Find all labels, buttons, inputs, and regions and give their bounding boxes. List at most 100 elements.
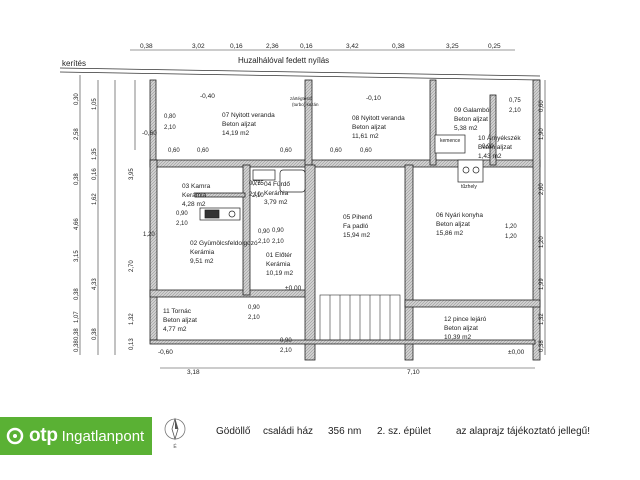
room-name: 02 Gyümölcsfeldolgozó: [190, 240, 258, 247]
boiler-label: zártégtéstő: [290, 96, 313, 101]
dim-right: 0,38: [539, 340, 545, 352]
room-floor: Kerámia: [266, 261, 291, 268]
dim-left-2: 0,16: [92, 168, 98, 180]
room-floor: Kerámia: [264, 190, 289, 197]
dim-left-3: 0,13: [129, 338, 135, 350]
room-area: 9,51 m2: [190, 258, 214, 265]
dim-left: 0,38: [74, 288, 80, 300]
dim-left: 2,58: [74, 128, 80, 140]
room-floor: Beton aljzat: [436, 221, 470, 228]
dim-right: 1,20: [539, 236, 545, 248]
level-mark: -0,60: [158, 349, 173, 356]
chimney-label: kemence: [440, 138, 461, 144]
dim-top: 0,16: [230, 43, 243, 50]
dim-top: 0,38: [392, 43, 405, 50]
dim-right: 0,60: [539, 100, 545, 112]
brand-name-bold: otp: [29, 425, 58, 446]
floor-plan: kerítés Huzalhálóval fedett nyílás zártégt…: [59, 43, 546, 376]
room-floor: Beton aljzat: [454, 116, 488, 123]
opening-dim: 0,90: [258, 229, 270, 235]
opening-dim: 0,75: [252, 181, 264, 187]
room-name: 10 Árnyékszék: [478, 133, 521, 142]
dim-top: 0,25: [488, 43, 501, 50]
dim-top: 3,25: [446, 43, 459, 50]
room-area: 15,86 m2: [436, 230, 463, 237]
dim-left: 1,07: [74, 311, 80, 323]
room-area: 4,77 m2: [163, 326, 187, 333]
dim-left-3: 2,70: [129, 260, 135, 272]
opening-dim: 0,90: [280, 338, 292, 344]
dim-left: 3,15: [74, 250, 80, 262]
opening-dim: 1,20: [505, 234, 517, 240]
dim-top: 0,38: [140, 43, 153, 50]
opening-dim: 2,10: [509, 108, 521, 114]
room-area: 3,79 m2: [264, 199, 288, 206]
dim-left-2: 1,05: [92, 98, 98, 110]
fence-line: [59, 67, 541, 81]
room-name: 11 Tornác: [163, 308, 192, 315]
opening-dim: 2,10: [272, 239, 284, 245]
footer-building: 2. sz. épület: [377, 426, 431, 437]
opening-dim: 2,10: [252, 193, 264, 199]
dim-top: 3,02: [192, 43, 205, 50]
room-floor: Kerámia: [190, 249, 215, 256]
room-name: 06 Nyári konyha: [436, 212, 483, 219]
footer-city: Gödöllő: [216, 426, 251, 437]
footer-note: az alaprajz tájékoztató jellegű!: [456, 426, 590, 437]
fence-note-label: Huzalhálóval fedett nyílás: [238, 56, 329, 65]
room-area: 5,38 m2: [454, 125, 478, 132]
dimension-lines: [79, 49, 546, 369]
footer: otp Ingatlanpont É Gödöllő családi ház 3…: [0, 410, 640, 480]
dim-top: 3,42: [346, 43, 359, 50]
room-floor: Kerámia: [182, 192, 207, 199]
footer-type: családi ház: [263, 426, 314, 437]
room-floor: Beton aljzat: [478, 144, 512, 151]
dim-left: 0,38: [74, 328, 80, 340]
boiler-label-2: (turbo) kazán: [292, 102, 319, 107]
dim-bottom: 7,10: [407, 369, 420, 376]
room-floor: Beton aljzat: [222, 121, 256, 128]
opening-dim: 2,10: [280, 348, 292, 354]
brand-logo[interactable]: otp Ingatlanpont: [0, 417, 152, 455]
dim-left: 4,66: [74, 218, 80, 230]
room-floor: Beton aljzat: [163, 317, 197, 324]
fence-label: kerítés: [62, 59, 86, 68]
bathroom-fixtures: [199, 169, 306, 221]
room-area: 10,19 m2: [266, 270, 293, 277]
dim-left-2: 0,38: [92, 328, 98, 340]
opening-dim: 0,90: [248, 305, 260, 311]
opening-dim: 0,60: [330, 148, 342, 154]
otp-logo-icon: [6, 427, 24, 445]
dim-left-2: 1,62: [92, 193, 98, 205]
room-area: 4,28 m2: [182, 201, 206, 208]
room-name: 01 Előtér: [266, 252, 293, 259]
dim-bottom: 3,18: [187, 369, 200, 376]
room-floor: Beton aljzat: [444, 325, 478, 332]
dim-left: 0,30: [74, 93, 80, 105]
north-arrow-icon: É: [164, 417, 186, 450]
room-name: 04 Fürdő: [264, 181, 290, 188]
room-floor: Beton aljzat: [352, 124, 386, 131]
opening-dim: 2,10: [176, 221, 188, 227]
level-mark: ±0,00: [285, 285, 302, 292]
room-area: 14,19 m2: [222, 130, 249, 137]
room-floor: Fa padló: [343, 223, 369, 230]
opening-dim: 0,60: [280, 148, 292, 154]
plan-labels: kerítés Huzalhálóval fedett nyílás zártégt…: [62, 43, 545, 376]
room-area: 15,94 m2: [343, 232, 370, 239]
kitchen-fixtures: [434, 134, 484, 183]
dim-left-2: 1,35: [92, 148, 98, 160]
dim-top: 2,36: [266, 43, 279, 50]
dim-left: 0,38: [74, 340, 80, 352]
svg-text:É: É: [173, 443, 177, 450]
room-name: 05 Pihenő: [343, 214, 373, 221]
dim-left-2: 4,33: [92, 278, 98, 290]
opening-dim: 2,10: [248, 315, 260, 321]
opening-dim: 2,10: [164, 125, 176, 131]
room-name: 07 Nyitott veranda: [222, 112, 275, 119]
opening-dim: 0,60: [197, 148, 209, 154]
dim-top: 0,16: [300, 43, 313, 50]
opening-dim: 0,75: [249, 181, 261, 187]
level-mark: -0,10: [366, 95, 381, 102]
dim-right: 1,90: [539, 128, 545, 140]
